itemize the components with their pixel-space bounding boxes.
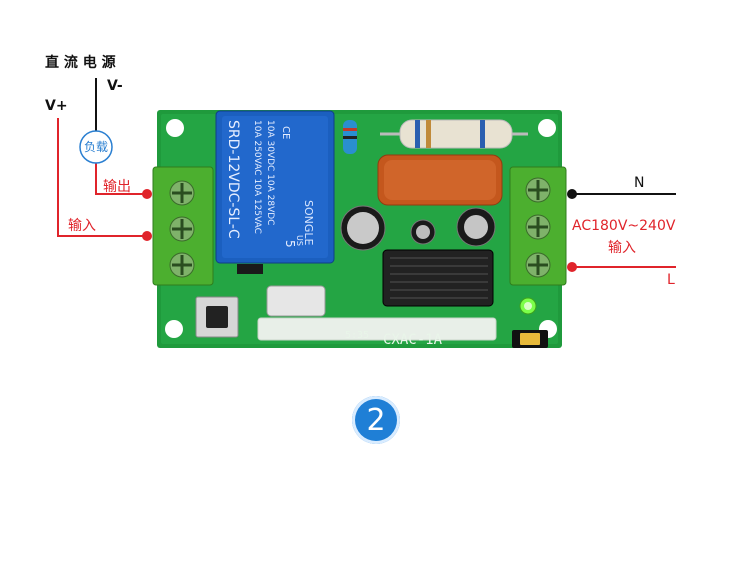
led [519, 297, 537, 315]
electrolytic-capacitors [340, 205, 496, 251]
mount-hole-tr [538, 119, 556, 137]
input-label-left: 输入 [68, 218, 96, 234]
coil-module [382, 249, 494, 307]
live-label: L [667, 272, 675, 288]
jumper[interactable] [512, 330, 548, 348]
pcb-board [152, 110, 567, 348]
dc-power-label: 直 流 电 源 [45, 55, 116, 71]
terminal-block-right [509, 166, 567, 286]
power-resistor [380, 119, 528, 149]
wire-v-plus [57, 118, 145, 237]
node-output [142, 189, 152, 199]
learn-button[interactable] [195, 296, 239, 338]
mount-hole-bl [165, 320, 183, 338]
node-neutral [567, 189, 577, 199]
v-minus-label: V- [107, 78, 123, 94]
small-chip [237, 264, 263, 274]
board-model: CXAC-1A [383, 332, 443, 348]
output-label: 输出 [103, 179, 131, 195]
relay [215, 110, 335, 264]
relay-number: 5 [283, 240, 297, 248]
node-live [567, 262, 577, 272]
voltage-range-label: AC180V~240V [572, 218, 676, 234]
load-label: 负载 [84, 140, 108, 154]
step-badge: 2 [352, 396, 400, 444]
relay-rating-2: 10A 30VDC 10A 28VDC [265, 120, 275, 225]
chip-label: 5:35 [345, 330, 369, 341]
input-label-right: 输入 [608, 240, 636, 256]
antenna-strip [257, 317, 497, 341]
relay-ce: CE [280, 126, 291, 139]
terminal-block-left [152, 166, 214, 286]
load-symbol [79, 130, 113, 164]
relay-brand: SONGLE [302, 200, 315, 246]
mount-hole-tl [166, 119, 184, 137]
wire-load-output [95, 160, 145, 195]
relay-us: US [295, 235, 304, 246]
small-resistor [343, 120, 357, 154]
film-capacitor [377, 154, 503, 206]
v-plus-label: V+ [45, 98, 68, 114]
relay-model: SRD-12VDC-SL-C [225, 120, 241, 239]
neutral-label: N [634, 175, 645, 191]
crystal [266, 285, 326, 317]
relay-rating-1: 10A 250VAC 10A 125VAC [252, 120, 262, 234]
wires [57, 78, 676, 272]
node-input [142, 231, 152, 241]
